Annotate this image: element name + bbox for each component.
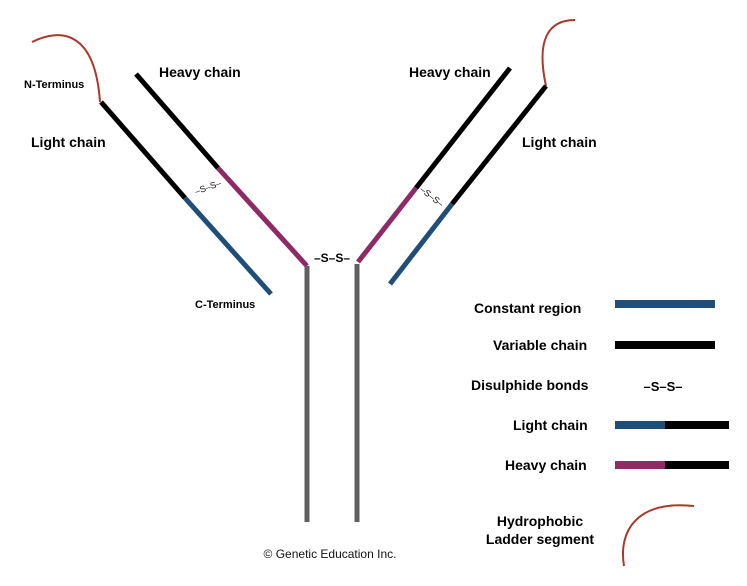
- legend-constant-region-label: Constant region: [474, 300, 581, 316]
- right-light-variable: [450, 84, 548, 206]
- heavy-chain-left-label: Heavy chain: [159, 64, 241, 80]
- legend-heavy-chain-label: Heavy chain: [505, 457, 587, 473]
- c-terminus-label: C-Terminus: [195, 299, 255, 311]
- legend-hydrophobic-label-line1: Hydrophobic: [497, 513, 584, 529]
- legend-disulphide-bonds-label: Disulphide bonds: [471, 377, 589, 393]
- n-terminus-label: N-Terminus: [24, 79, 84, 91]
- light-chain-right-label: Light chain: [522, 134, 597, 150]
- heavy-chain-right-label: Heavy chain: [409, 64, 491, 80]
- right-disulphide-bond: –S–S–: [418, 184, 445, 209]
- light-chain-left-label: Light chain: [31, 134, 106, 150]
- copyright-text: © Genetic Education Inc.: [264, 547, 397, 561]
- legend-hydrophobic-swatch: [622, 504, 695, 567]
- hinge-disulphide-bond: –S–S–: [314, 251, 350, 265]
- legend-disulphide-symbol: –S–S–: [643, 379, 682, 394]
- right-hydrophobic-segment: [541, 19, 576, 87]
- left-heavy-variable: [134, 72, 220, 170]
- left-heavy-constant: [216, 166, 309, 268]
- right-heavy-variable: [414, 66, 512, 190]
- left-disulphide-bond: –S–S–: [194, 178, 223, 197]
- legend-hydrophobic-label-line2: Ladder segment: [486, 531, 594, 547]
- legend-light-chain-label: Light chain: [513, 417, 588, 433]
- left-light-variable: [99, 100, 187, 200]
- right-light-constant: [388, 202, 454, 286]
- left-hydrophobic-segment: [31, 34, 101, 103]
- right-heavy-constant: [356, 186, 418, 264]
- legend-variable-chain-label: Variable chain: [493, 337, 587, 353]
- left-light-constant: [183, 196, 273, 296]
